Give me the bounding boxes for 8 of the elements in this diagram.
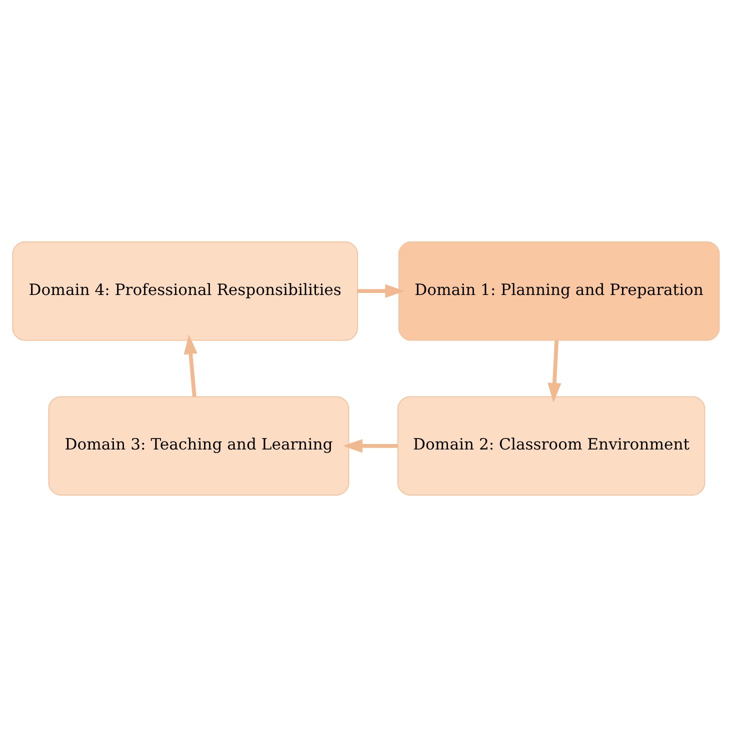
node-box: Domain 2: Classroom Environment [397, 396, 706, 496]
arrow [548, 340, 562, 402]
node-box: Domain 3: Teaching and Learning [48, 396, 350, 496]
arrow [184, 334, 198, 396]
arrow [342, 438, 398, 452]
arrow [357, 284, 405, 298]
node-box: Domain 4: Professional Responsibilities [12, 240, 358, 340]
node-box: Domain 1: Planning and Preparation [398, 240, 720, 340]
